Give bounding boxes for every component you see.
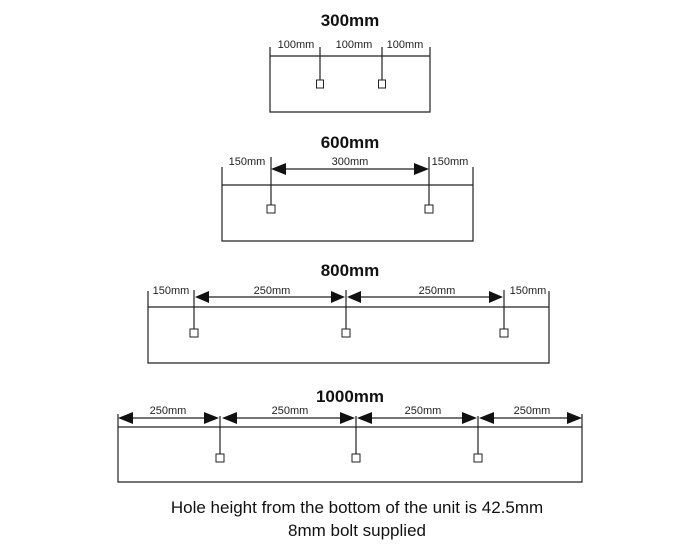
hole-marker: [215, 453, 225, 463]
unit-800mm: 800mm 150mm 250mm 250mm 150mm: [147, 261, 550, 364]
hole-leader-lines: [319, 47, 383, 80]
dimension-label: 150mm: [229, 156, 266, 168]
dimension-label: 100mm: [278, 39, 315, 51]
arrow-head: [479, 412, 494, 424]
hole-marker: [378, 79, 386, 89]
arrow-head: [222, 412, 237, 424]
hole-marker: [499, 328, 509, 338]
dimension-label: 250mm: [419, 285, 456, 297]
hole-height-note: Hole height from the bottom of the unit …: [171, 498, 543, 517]
unit-outline: [269, 47, 431, 113]
dimension-label: 100mm: [336, 39, 373, 51]
dimension-label: 150mm: [510, 285, 547, 297]
unit-title: 800mm: [321, 261, 380, 280]
hole-marker: [266, 204, 276, 214]
unit-title: 1000mm: [316, 387, 384, 406]
unit-outline: [117, 414, 583, 483]
arrow-head: [204, 412, 219, 424]
unit-outline: [221, 167, 474, 242]
unit-title: 300mm: [321, 11, 380, 30]
arrow-head: [118, 412, 133, 424]
arrow-head: [462, 412, 477, 424]
unit-300mm: 300mm 100mm 100mm 100mm: [269, 11, 431, 113]
arrow-head: [489, 291, 503, 303]
hole-marker: [351, 453, 361, 463]
dimension-label: 250mm: [514, 405, 551, 417]
dimension-label: 250mm: [405, 405, 442, 417]
arrow-head: [414, 163, 429, 175]
dimension-lines: [193, 290, 505, 329]
unit-1000mm: 1000mm 250mm 250mm 250mm 250mm: [117, 387, 583, 483]
arrow-head: [331, 291, 345, 303]
dimension-label: 150mm: [153, 285, 190, 297]
dimension-label: 250mm: [254, 285, 291, 297]
arrow-head: [357, 412, 372, 424]
dimension-label: 250mm: [272, 405, 309, 417]
arrow-head: [347, 291, 361, 303]
unit-title: 600mm: [321, 133, 380, 152]
arrow-head: [195, 291, 209, 303]
dimension-label: 150mm: [432, 156, 469, 168]
bolt-note: 8mm bolt supplied: [288, 521, 426, 540]
hole-marker: [341, 328, 351, 338]
dimension-label: 300mm: [332, 156, 369, 168]
arrow-head: [567, 412, 582, 424]
dimension-lines: [270, 157, 430, 205]
hole-marker: [424, 204, 434, 214]
arrow-head: [340, 412, 355, 424]
hole-marker: [316, 79, 324, 89]
unit-outline: [147, 291, 550, 364]
dimension-label: 100mm: [387, 39, 424, 51]
dimension-label: 250mm: [150, 405, 187, 417]
unit-600mm: 600mm 150mm 300mm 150mm: [221, 133, 474, 242]
hole-marker: [189, 328, 199, 338]
hole-marker: [473, 453, 483, 463]
arrow-head: [271, 163, 286, 175]
dimension-lines: [130, 416, 570, 454]
